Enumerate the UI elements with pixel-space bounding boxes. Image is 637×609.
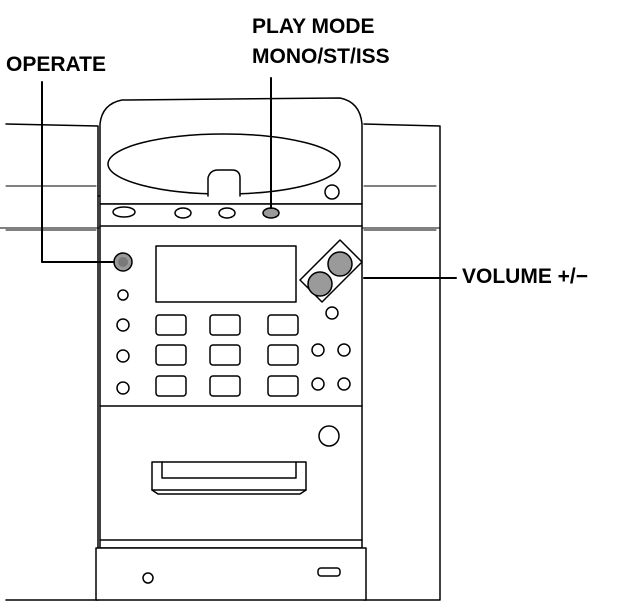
play-mode-sub-label: MONO/ST/ISS [252,45,390,68]
volume-plus-button [328,252,352,276]
keypad [156,315,298,396]
volume-label: VOLUME +/− [462,265,589,288]
display-window [156,246,296,302]
play-mode-button [263,208,279,218]
operate-label: OPERATE [6,53,106,76]
volume-control [300,240,362,302]
left-speaker [6,124,98,600]
cassette-deck [152,462,306,494]
main-unit [0,98,440,600]
top-button-2 [175,208,191,218]
top-button-1 [113,207,135,217]
cassette-button [319,426,339,446]
power-indicator-icon [143,573,153,583]
cd-eject-icon [325,185,339,199]
callout-lines [42,78,456,278]
operate-leader [42,82,114,262]
volume-minus-button [308,272,332,296]
bottom-slot [318,568,340,576]
right-speaker [364,124,440,600]
top-button-3 [219,208,235,218]
play-mode-label: PLAY MODE [252,15,375,38]
